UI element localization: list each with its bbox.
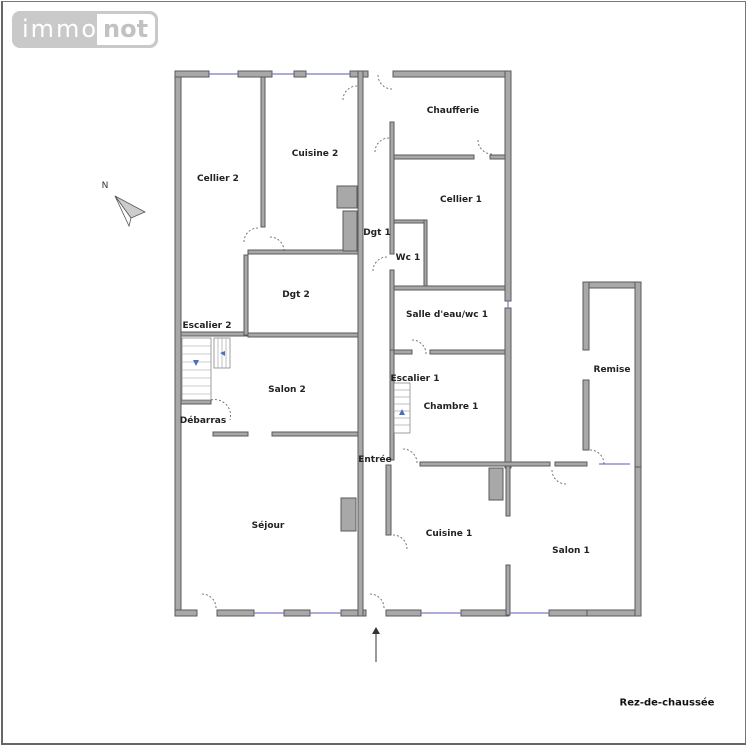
room-label: Chambre 1	[423, 402, 479, 412]
logo-text-not: not	[97, 14, 155, 45]
room-label: Séjour	[251, 521, 285, 531]
immonot-logo: immo not	[12, 11, 158, 48]
room-label: Escalier 2	[182, 321, 232, 331]
room-label: Cuisine 1	[425, 529, 473, 539]
walls	[174, 70, 642, 617]
room-label: Salon 1	[552, 546, 590, 556]
stair-steps	[182, 338, 410, 426]
room-label: Cuisine 2	[291, 149, 339, 159]
room-label: Dgt 2	[282, 290, 310, 300]
stair-direction-arrows	[193, 351, 405, 415]
room-label: Cellier 2	[197, 174, 239, 184]
entrance-arrow-icon	[372, 627, 380, 662]
room-label: Remise	[593, 365, 631, 375]
room-label: Cellier 1	[440, 195, 482, 205]
room-label: Salle d'eau/wc 1	[405, 310, 489, 320]
room-label: Salon 2	[268, 385, 306, 395]
windows	[209, 73, 630, 614]
floor-level-label: Rez-de-chaussée	[619, 697, 715, 709]
room-label: Débarras	[179, 416, 227, 426]
room-label: Dgt 1	[363, 228, 391, 238]
room-label: Escalier 1	[390, 374, 440, 384]
north-arrow-icon	[114, 195, 146, 228]
logo-text-immo: immo	[22, 15, 99, 43]
door-swings	[201, 74, 605, 609]
room-label: Wc 1	[395, 253, 421, 263]
compass-north-label: N	[101, 181, 109, 191]
room-label: Entrée	[358, 455, 392, 465]
room-label: Chaufferie	[426, 106, 480, 116]
